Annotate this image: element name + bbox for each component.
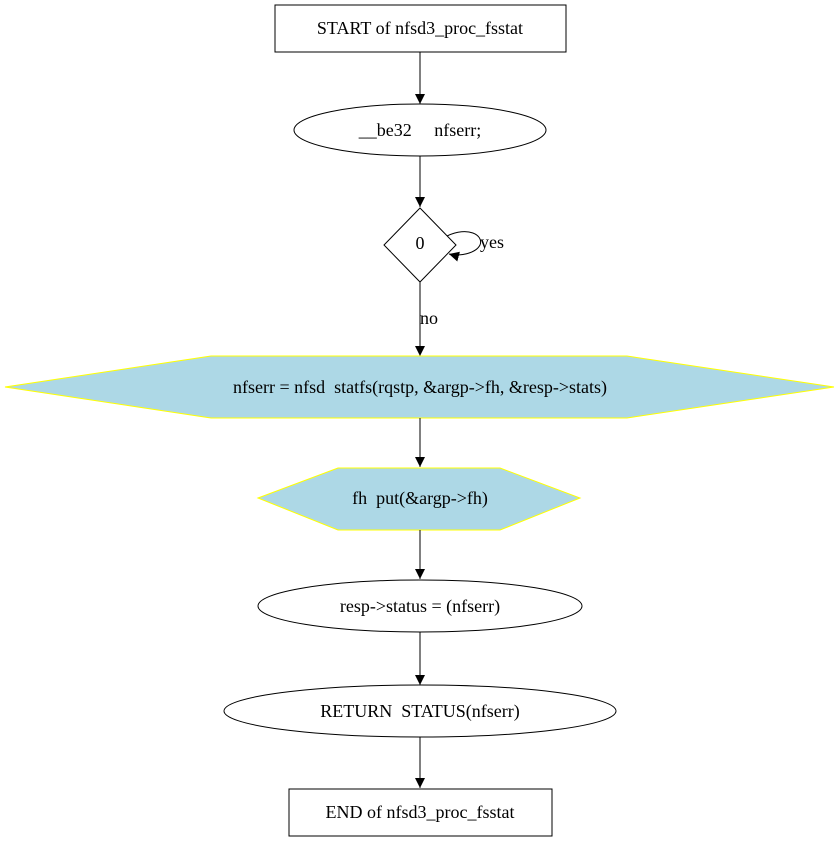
decl-node: __be32 nfserr;	[293, 103, 547, 157]
statfs-node: nfserr = nfsd statfs(rqstp, &argp->fh, &…	[4, 355, 835, 419]
decl-label: __be32 nfserr;	[358, 120, 481, 140]
return-label: RETURN STATUS(nfserr)	[320, 701, 520, 722]
edge-yes-loop	[446, 231, 482, 262]
assign-label: resp->status = (nfserr)	[340, 596, 500, 617]
start-label: START of nfsd3_proc_fsstat	[317, 18, 523, 38]
cond-node: 0	[383, 207, 457, 283]
fhput-label: fh put(&argp->fh)	[352, 488, 488, 509]
start-node: START of nfsd3_proc_fsstat	[274, 4, 567, 53]
edge-yes-label: yes	[480, 232, 504, 252]
statfs-label: nfserr = nfsd statfs(rqstp, &argp->fh, &…	[233, 377, 607, 398]
return-node: RETURN STATUS(nfserr)	[223, 684, 617, 738]
edge-no-label: no	[420, 308, 438, 328]
cond-label: 0	[416, 233, 425, 253]
end-label: END of nfsd3_proc_fsstat	[326, 802, 515, 822]
assign-node: resp->status = (nfserr)	[257, 579, 583, 633]
end-node: END of nfsd3_proc_fsstat	[288, 788, 553, 837]
fhput-node: fh put(&argp->fh)	[256, 467, 582, 531]
